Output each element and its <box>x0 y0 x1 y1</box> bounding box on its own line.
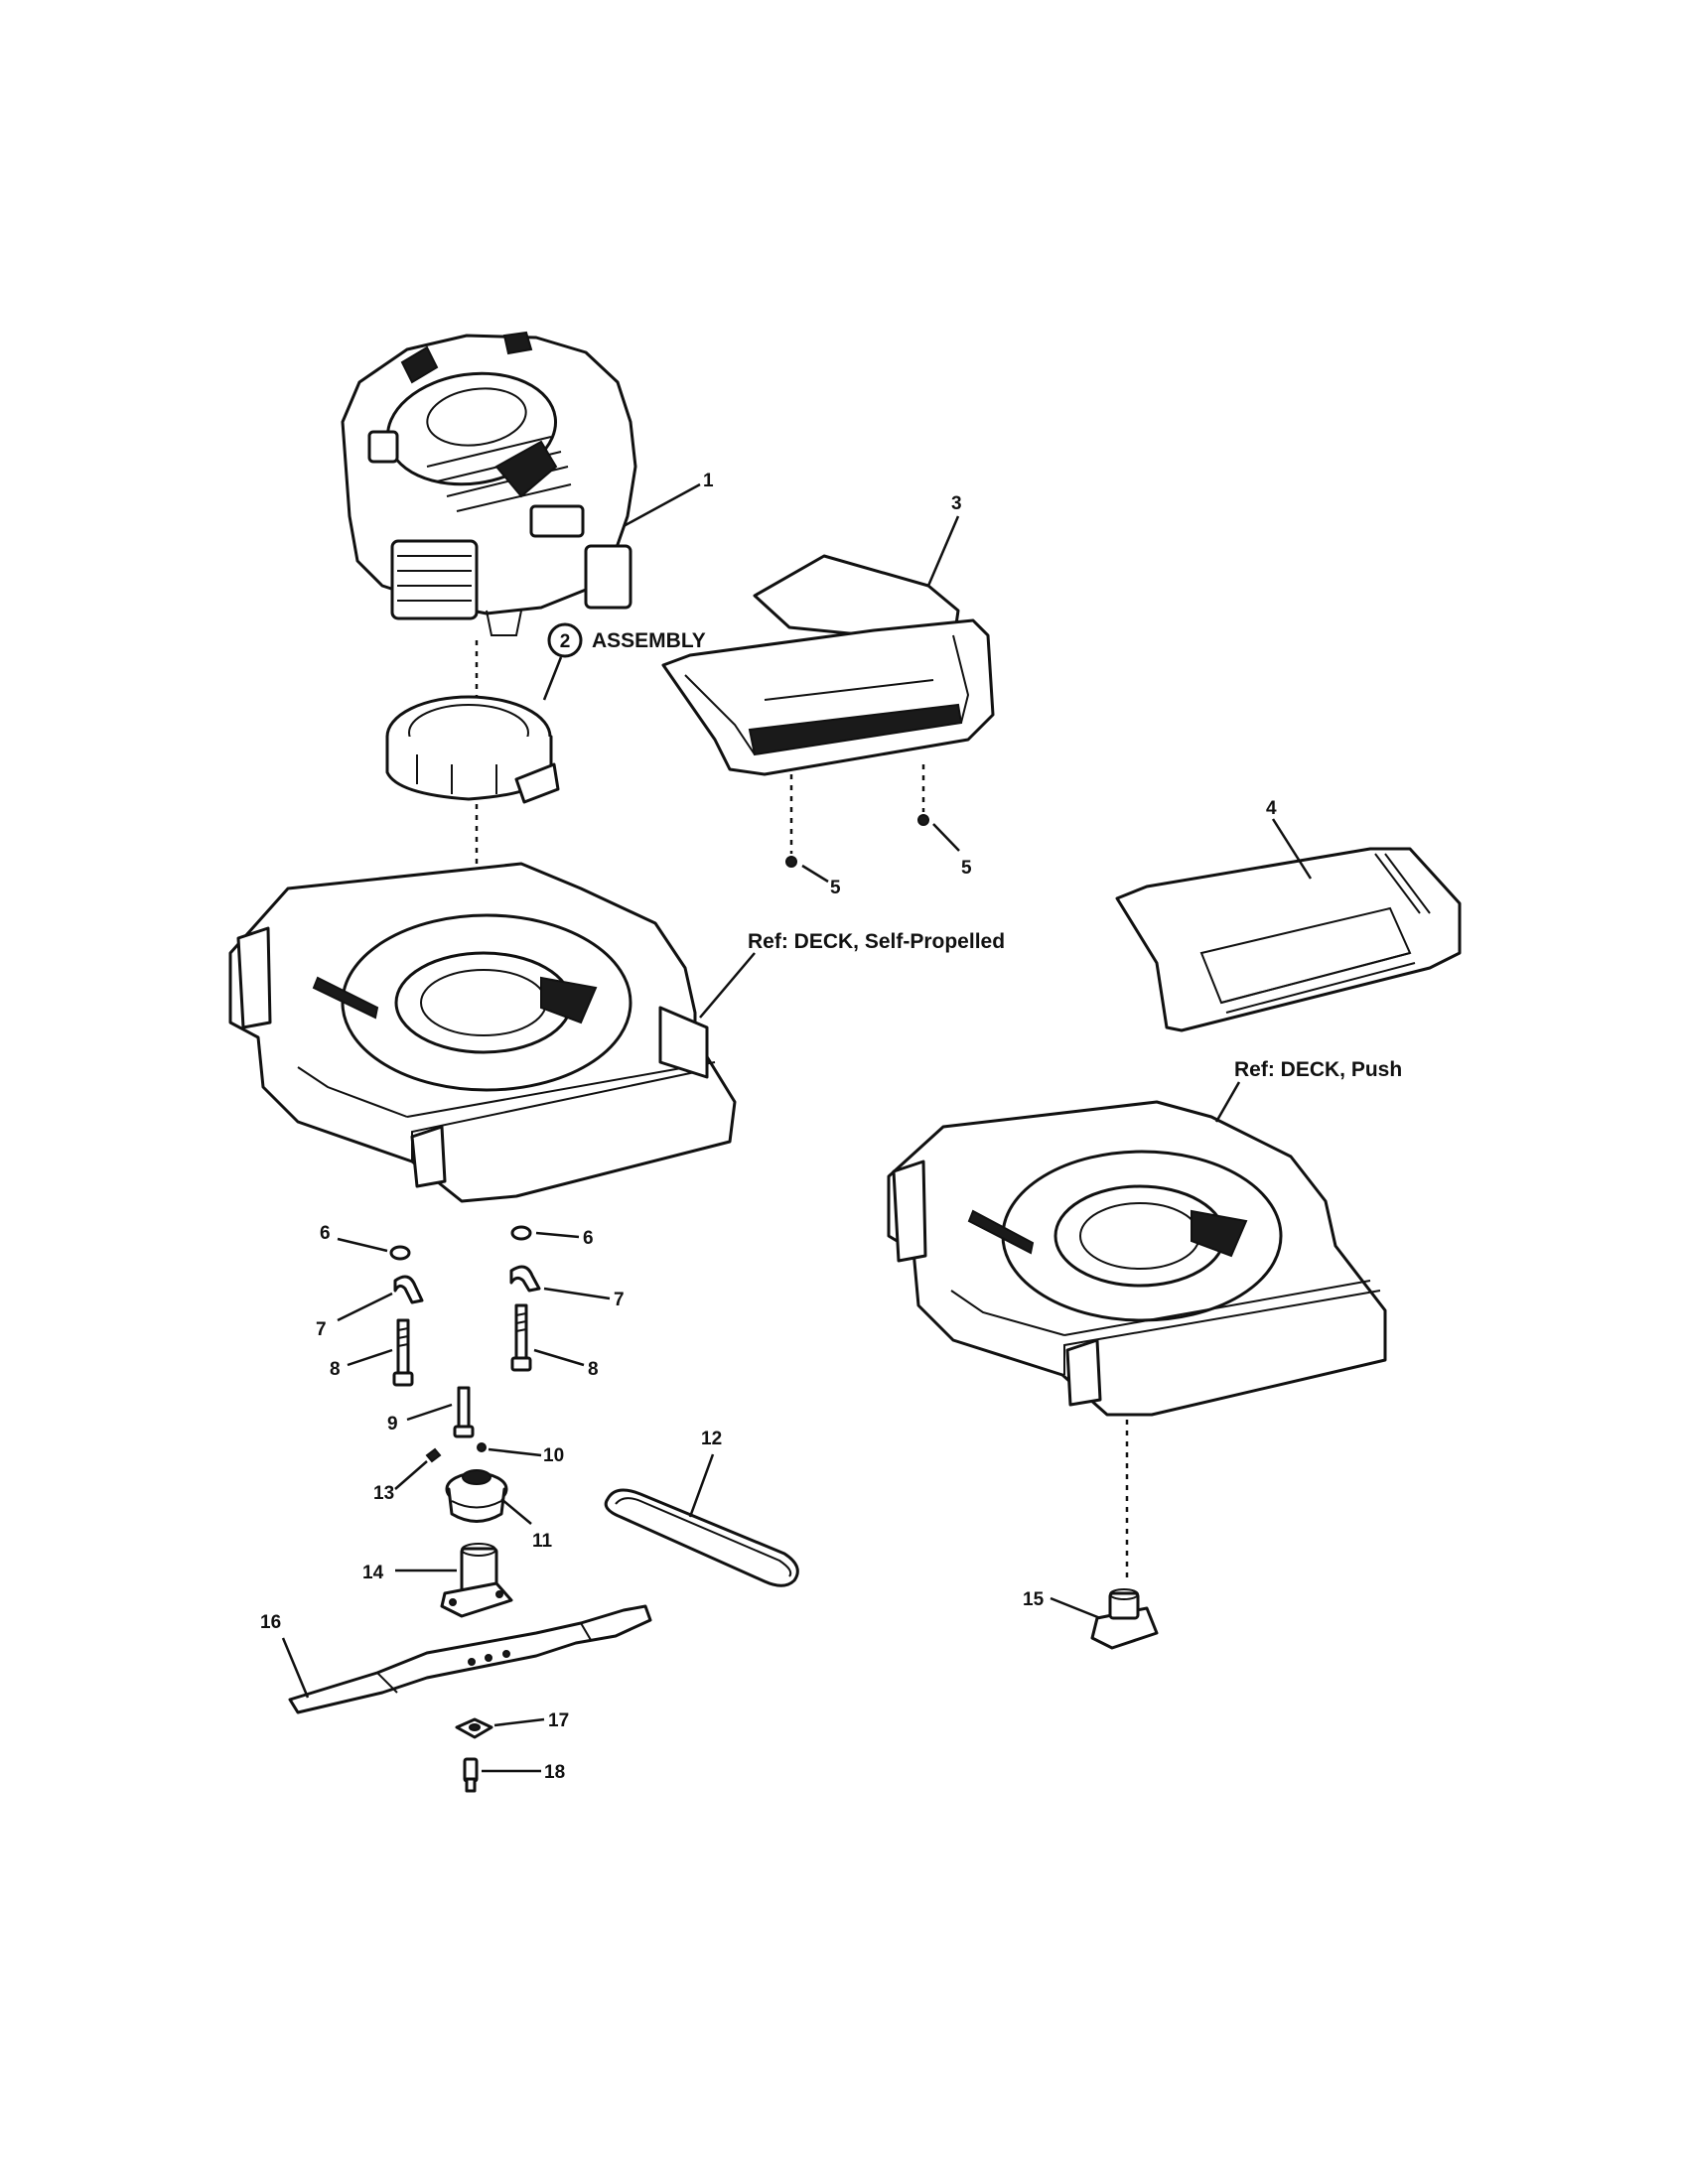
washer-part-17 <box>455 1717 493 1739</box>
callout-18: 18 <box>544 1762 565 1783</box>
callout-3: 3 <box>951 493 962 514</box>
bolt-part-18 <box>463 1757 479 1793</box>
callout-12: 12 <box>701 1429 722 1449</box>
blade-part-16 <box>288 1604 652 1714</box>
belt-part-12 <box>604 1488 799 1587</box>
nut-part-6b <box>510 1225 532 1241</box>
callout-7a: 7 <box>316 1319 327 1340</box>
callout-4: 4 <box>1266 798 1277 819</box>
adapter-part-15 <box>1090 1588 1159 1650</box>
callout-7b: 7 <box>614 1290 625 1310</box>
callout-17: 17 <box>548 1710 569 1731</box>
bolt-part-9 <box>453 1386 475 1438</box>
handle-cover-part <box>661 554 995 776</box>
callout-11: 11 <box>532 1531 553 1552</box>
callout-8a: 8 <box>330 1359 341 1380</box>
assembly-label: ASSEMBLY <box>592 629 706 652</box>
ref-deck-self-propelled: Ref: DECK, Self-Propelled <box>748 930 1005 953</box>
ref-deck-push: Ref: DECK, Push <box>1234 1058 1402 1081</box>
callout-13: 13 <box>373 1483 394 1504</box>
callout-8b: 8 <box>588 1359 599 1380</box>
deck-self-propelled <box>228 862 737 1203</box>
callout-15: 15 <box>1023 1589 1045 1610</box>
callout-10: 10 <box>543 1445 564 1466</box>
callout-6b: 6 <box>583 1228 594 1249</box>
engine-ring-part <box>385 695 560 804</box>
adapter-part-14 <box>440 1543 513 1618</box>
callout-6a: 6 <box>320 1223 331 1244</box>
callout-9: 9 <box>387 1414 398 1434</box>
clip-part-7a <box>393 1275 424 1304</box>
engine-part <box>341 331 637 636</box>
bolt-part-8b <box>510 1303 532 1372</box>
deck-push <box>887 1100 1387 1417</box>
key-part-13 <box>425 1447 442 1463</box>
callout-2: 2 <box>560 631 571 652</box>
callout-16: 16 <box>260 1612 281 1633</box>
clip-part-7b <box>509 1265 541 1293</box>
pulley-part-11 <box>445 1469 508 1523</box>
callout-5b: 5 <box>961 858 972 879</box>
washer-part-10 <box>477 1442 487 1452</box>
callout-1: 1 <box>703 471 714 491</box>
callout-14: 14 <box>362 1563 384 1583</box>
callout-5a: 5 <box>830 878 841 898</box>
nut-part-6a <box>389 1245 411 1261</box>
handle-cover-alt-part <box>1115 847 1462 1032</box>
bolt-part-8a <box>392 1318 414 1387</box>
